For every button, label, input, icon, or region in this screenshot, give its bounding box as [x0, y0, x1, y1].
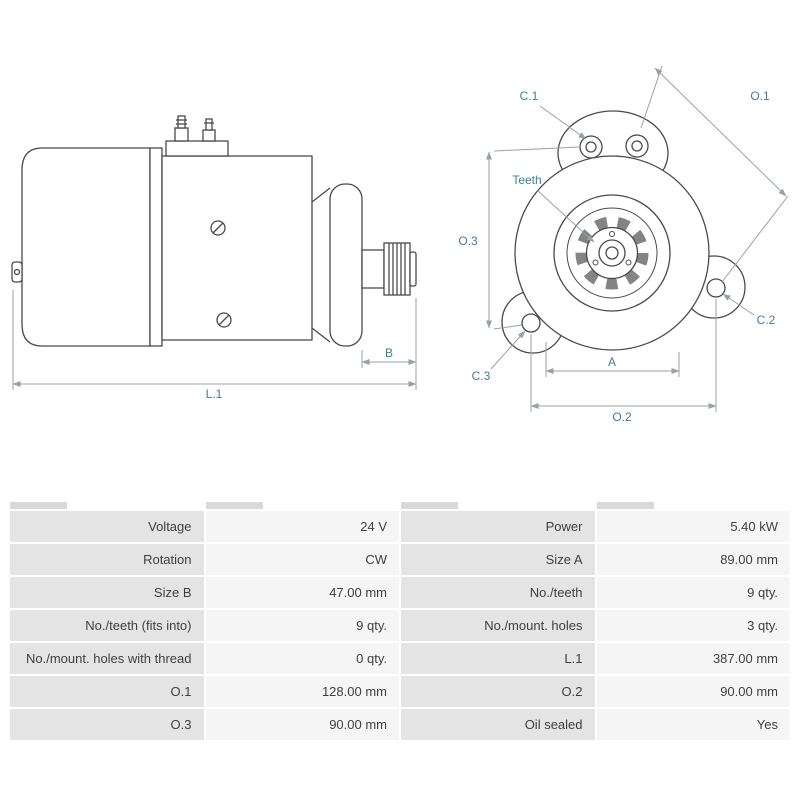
dim-label-o1: O.1: [750, 89, 770, 103]
housing-band: [149, 147, 163, 347]
dim-label-c2: C.2: [757, 313, 776, 327]
spec-label-o1: O.1: [10, 676, 204, 707]
terminal-stud-2-thread: [205, 118, 213, 131]
terminal-stud-1-thread: [177, 115, 186, 129]
header-tab: [596, 502, 654, 509]
spec-value-teeth: 9 qty.: [596, 577, 790, 608]
spec-value-oil-sealed: Yes: [596, 709, 790, 740]
rear-housing: [21, 147, 151, 347]
front-view: [501, 110, 746, 354]
hole-c3: [521, 313, 541, 333]
spec-label-rotation: Rotation: [10, 544, 204, 575]
spec-value-mount-holes-thread: 0 qty.: [205, 643, 399, 674]
spec-table-header-tabs: [10, 502, 790, 509]
header-tab: [401, 502, 458, 509]
dim-label-o3: O.3: [458, 234, 478, 248]
spec-grid: Voltage 24 V Power 5.40 kW Rotation CW S…: [10, 511, 790, 740]
spec-label-o3: O.3: [10, 709, 204, 740]
spec-value-o3: 90.00 mm: [205, 709, 399, 740]
dim-label-o2: O.2: [612, 410, 632, 424]
shaft-tip: [409, 251, 417, 287]
gear-teeth: [575, 216, 649, 290]
rear-nub-dot: [13, 268, 21, 276]
header-tab: [205, 502, 263, 509]
header-tab: [10, 502, 67, 509]
front-view-dimensions: O.1 C.1 Teeth O.3 C.2 C.3: [458, 65, 789, 424]
dim-label-c3: C.3: [472, 369, 491, 383]
spec-label-l1: L.1: [401, 643, 595, 674]
dim-label-l1: L.1: [206, 387, 223, 401]
shaft: [361, 249, 385, 289]
hole-c2: [706, 278, 726, 298]
spec-table: Voltage 24 V Power 5.40 kW Rotation CW S…: [10, 502, 790, 740]
technical-drawing: B L.1: [11, 65, 789, 424]
side-view: [11, 115, 417, 347]
spec-value-power: 5.40 kW: [596, 511, 790, 542]
terminal-stud-2: [202, 129, 216, 142]
terminal-stud-1: [174, 127, 189, 142]
spec-value-size-b: 47.00 mm: [205, 577, 399, 608]
spec-label-voltage: Voltage: [10, 511, 204, 542]
spec-label-mount-holes: No./mount. holes: [401, 610, 595, 641]
spec-value-rotation: CW: [205, 544, 399, 575]
spec-value-teeth-fits-into: 9 qty.: [205, 610, 399, 641]
motor-body: [161, 155, 313, 341]
starter-motor-drawing: B L.1: [11, 65, 789, 424]
label-teeth: Teeth: [512, 173, 541, 187]
spec-value-l1: 387.00 mm: [596, 643, 790, 674]
dim-label-b: B: [385, 346, 393, 360]
spec-label-mount-holes-thread: No./mount. holes with thread: [10, 643, 204, 674]
mounting-flange-side: [329, 183, 363, 347]
gear-center: [605, 246, 619, 260]
spec-label-power: Power: [401, 511, 595, 542]
spec-label-size-b: Size B: [10, 577, 204, 608]
spec-value-voltage: 24 V: [205, 511, 399, 542]
dim-label-a: A: [608, 355, 616, 369]
side-view-dimensions: B L.1: [12, 290, 417, 401]
spec-value-size-a: 89.00 mm: [596, 544, 790, 575]
spec-label-oil-sealed: Oil sealed: [401, 709, 595, 740]
dim-label-c1: C.1: [520, 89, 539, 103]
terminal-block: [165, 140, 229, 157]
bearing-ring: [566, 207, 658, 299]
spec-label-teeth: No./teeth: [401, 577, 595, 608]
spec-value-mount-holes: 3 qty.: [596, 610, 790, 641]
spec-label-size-a: Size A: [401, 544, 595, 575]
spec-value-o2: 90.00 mm: [596, 676, 790, 707]
spec-label-o2: O.2: [401, 676, 595, 707]
spec-label-teeth-fits-into: No./teeth (fits into): [10, 610, 204, 641]
spec-value-o1: 128.00 mm: [205, 676, 399, 707]
